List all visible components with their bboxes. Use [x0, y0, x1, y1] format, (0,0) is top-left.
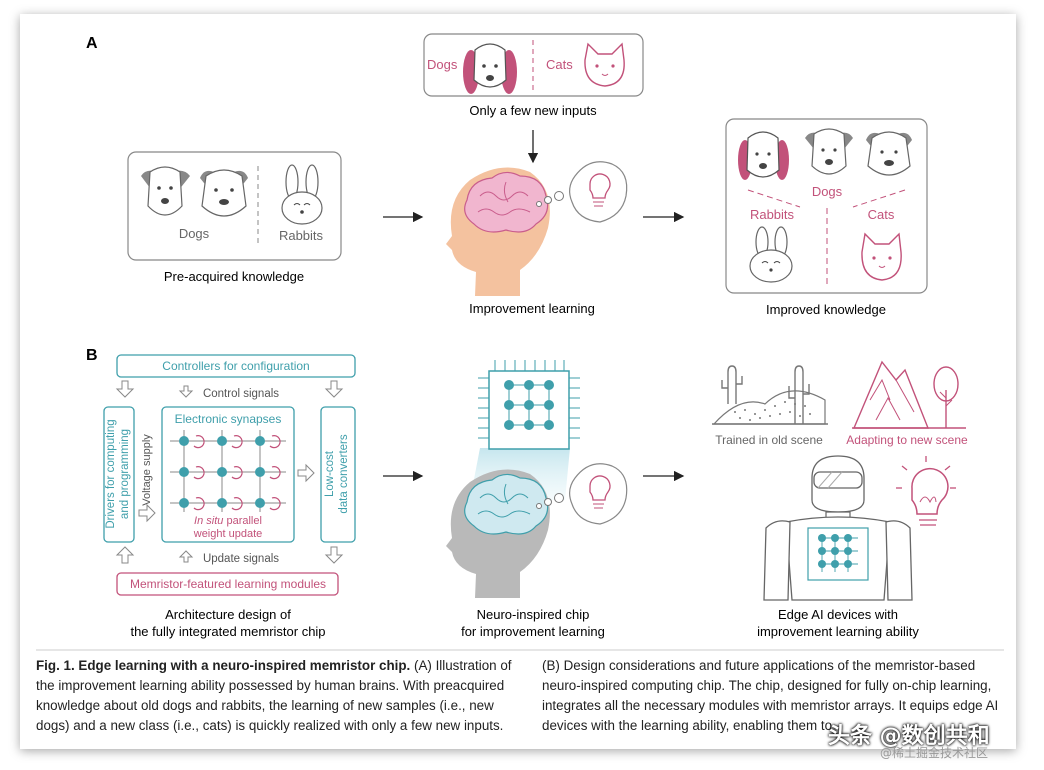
new-scene-label: Adapting to new scene [846, 433, 968, 447]
modules-box [116, 572, 339, 596]
watermark-sub: @稀土掘金技术社区 [880, 746, 989, 760]
gray-head-icon [446, 469, 550, 598]
arch-caption-1: Architecture design of [165, 607, 291, 622]
brain-teal-icon [464, 473, 549, 535]
drivers-label-2: and programming [119, 429, 131, 519]
drivers-label-1: Drivers for computing [105, 419, 117, 528]
dog-face-pink-icon-2 [738, 131, 789, 180]
watermark: 头条 @数创共和 [828, 724, 990, 749]
improved-dogs-label: Dogs [812, 184, 843, 199]
improved-cats-label: Cats [868, 207, 895, 222]
up-arrow-icon [115, 546, 135, 564]
new-inputs-box: Dogs Cats [423, 33, 644, 97]
thought-bulb-icon [536, 161, 628, 223]
converters-box [320, 406, 356, 543]
converters-label-1: Low-cost [324, 450, 336, 497]
improved-knowledge-caption: Improved knowledge [766, 302, 886, 317]
up-arrow-icon [178, 550, 194, 563]
chip-caption-2: for improvement learning [461, 624, 605, 639]
pre-knowledge-caption: Pre-acquired knowledge [164, 269, 304, 284]
edge-caption-2: improvement learning ability [757, 624, 919, 639]
cat-face-pink-icon [584, 42, 625, 87]
edge-caption-1: Edge AI devices with [778, 607, 898, 622]
right-arrow-icon [297, 463, 315, 483]
architecture-diagram: Controllers for configuration Control si… [103, 354, 356, 596]
panel-b-label: B [86, 347, 98, 364]
down-arrow-icon [324, 546, 344, 564]
robot-icon [763, 455, 913, 601]
thought-bulb-icon-2 [536, 463, 628, 525]
control-signals-label: Control signals [203, 388, 279, 400]
chip-caption-1: Neuro-inspired chip [477, 607, 590, 622]
down-arrow-icon [178, 385, 194, 398]
voltage-supply-label: Voltage supply [141, 434, 153, 506]
improvement-learning-caption: Improvement learning [469, 301, 595, 316]
old-scene-icon [712, 365, 828, 425]
converters-label-2: data converters [338, 434, 350, 514]
synapses-box [161, 406, 295, 543]
figure-caption-right: (B) Design considerations and future app… [542, 658, 999, 733]
synapses-label: Electronic synapses [175, 412, 282, 426]
pre-knowledge-box: Dogs Rabbits [127, 151, 342, 261]
dog-face-gray-icon-2 [805, 128, 853, 175]
update-signals-label: Update signals [203, 553, 279, 565]
weight-update-label: weight update [193, 528, 263, 540]
dog-face-pink-icon [463, 43, 517, 94]
dog-face-gray-icon [141, 166, 190, 216]
new-scene-icon [852, 360, 966, 429]
improved-knowledge-box: Dogs Rabbits Cats [725, 118, 928, 294]
improved-rabbits-label: Rabbits [750, 207, 795, 222]
rabbit-face-gray-icon-2 [749, 226, 793, 283]
pre-rabbits-label: Rabbits [279, 228, 324, 243]
figure-caption-left: Fig. 1. Edge learning with a neuro-inspi… [36, 658, 512, 733]
brain-icon [464, 171, 549, 233]
modules-label: Memristor-featured learning modules [130, 577, 326, 591]
human-head-icon [446, 167, 550, 296]
pre-dogs-label: Dogs [179, 226, 210, 241]
controllers-box [116, 354, 356, 378]
arch-caption-2: the fully integrated memristor chip [130, 624, 325, 639]
panel-a-label: A [86, 35, 98, 52]
new-dogs-label: Dogs [427, 57, 458, 72]
new-cats-label: Cats [546, 57, 573, 72]
cat-face-pink-icon-2 [861, 232, 902, 281]
down-arrow-icon [115, 380, 135, 398]
bulldog-face-gray-icon-2 [866, 131, 912, 176]
new-inputs-caption: Only a few new inputs [469, 103, 597, 118]
drivers-box [103, 406, 135, 543]
bulldog-face-gray-icon [200, 169, 248, 217]
rabbit-face-gray-icon [281, 164, 323, 225]
insitu-label: In situ parallel [194, 515, 262, 527]
down-arrow-icon [324, 380, 344, 398]
memristor-cells [179, 435, 281, 511]
old-scene-label: Trained in old scene [715, 433, 823, 447]
lightbulb-idea-icon [896, 456, 956, 526]
right-arrow-icon [138, 503, 156, 523]
controllers-label: Controllers for configuration [162, 359, 309, 373]
